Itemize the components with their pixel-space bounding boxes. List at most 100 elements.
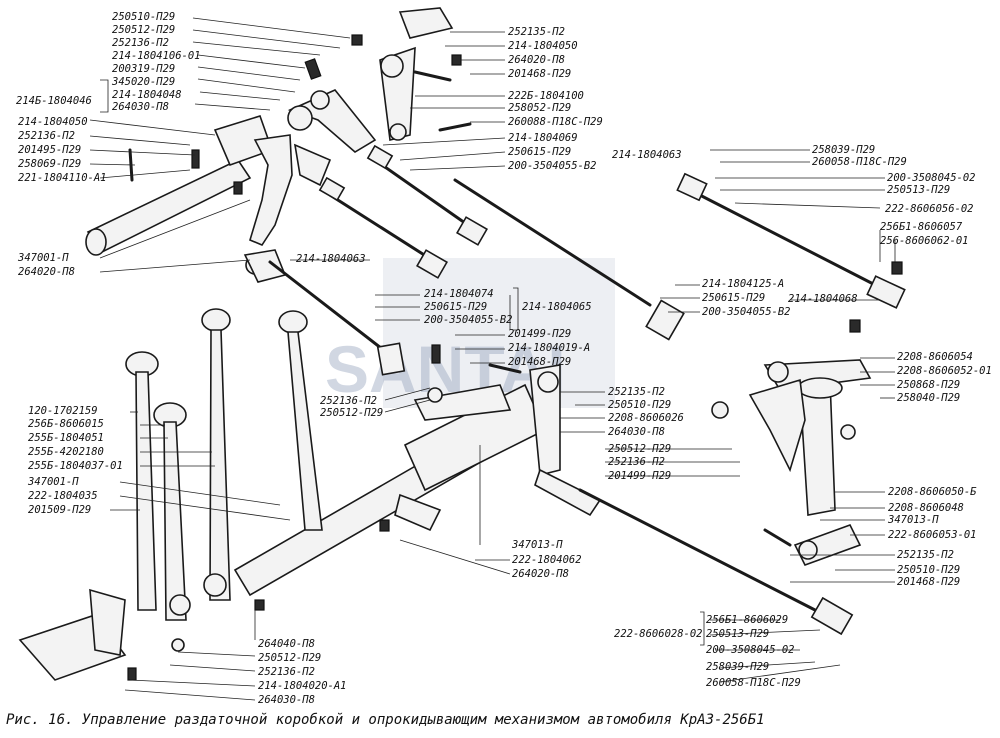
leader-lines: [89, 17, 896, 701]
part-label: 250512-П29: [112, 24, 175, 36]
part-label: 264030-П8: [258, 694, 315, 706]
lever-hub: [287, 105, 313, 131]
part-label: 255Б-4202180: [28, 446, 104, 458]
part-label: 222-1804035: [28, 490, 98, 502]
part-label: 347013-П: [511, 539, 563, 551]
small-nut: [451, 54, 462, 66]
part-label: 214Б-1804046: [16, 95, 92, 107]
rod-fork: [645, 299, 685, 341]
group-bracket-mid: [513, 287, 519, 331]
right-rod-end: [676, 172, 708, 202]
part-label: 250510-П29: [608, 399, 671, 411]
part-label: 264030-П8: [112, 101, 169, 113]
top-lever-assembly: [351, 7, 472, 141]
part-label: 264030-П8: [608, 426, 665, 438]
stick-3: [209, 329, 231, 601]
part-label: 201468-П29: [508, 356, 571, 368]
lower-fork: [810, 596, 854, 636]
lower-bolt: [488, 363, 522, 374]
part-label: 222-8606028-02: [614, 628, 703, 640]
part-label: 256-8606062-01: [880, 235, 969, 247]
part-label: 200-3508045-02: [706, 644, 795, 656]
part-label: 252136-П2: [320, 395, 377, 407]
lower-shaft-assembly: [233, 344, 854, 636]
part-label: 250510-П29: [112, 11, 175, 23]
part-label: 222Б-1804100: [508, 90, 584, 102]
washer: [310, 90, 330, 110]
part-label: 255Б-1804037-01: [28, 460, 123, 472]
bolt: [304, 58, 322, 80]
part-label: 201468-П29: [508, 68, 571, 80]
group-bracket-left: [100, 79, 109, 113]
nut: [233, 181, 243, 195]
side-bolt: [438, 122, 472, 132]
lever-bushing-2: [203, 573, 227, 597]
washer-2: [427, 387, 443, 403]
part-label: 200-3508045-02: [887, 172, 976, 184]
lower-arm-eye: [798, 540, 818, 560]
part-label: 214-1804125-А: [702, 278, 784, 290]
part-label: 201468-П29: [897, 576, 960, 588]
part-label: 2208-8606054: [897, 351, 973, 363]
part-label: 252136-П2: [608, 456, 665, 468]
right-fork: [866, 275, 906, 309]
mount-bracket: [89, 588, 126, 656]
bracket-foot: [243, 249, 287, 283]
part-label: 201499-П29: [608, 470, 671, 482]
rod-end-2: [318, 176, 346, 202]
part-labels: 250510-П29 250512-П29 252136-П2 214-1804…: [16, 11, 992, 706]
linkage-plate: [293, 143, 332, 187]
part-label: 250615-П29: [702, 292, 765, 304]
part-label: 264020-П8: [512, 568, 569, 580]
part-label: 264040-П8: [258, 638, 315, 650]
part-label: 214-1804048: [112, 89, 182, 101]
right-lever: [529, 364, 561, 477]
rod-end-1: [366, 144, 394, 170]
upper-bracket: [249, 134, 293, 246]
figure-caption: Рис. 16. Управление раздаточной коробкой…: [6, 712, 765, 728]
shaft-end: [85, 228, 107, 256]
stick-4: [287, 331, 323, 531]
part-label: 252135-П2: [508, 26, 565, 38]
washer-3: [171, 638, 185, 652]
clevis-2: [416, 249, 448, 279]
long-threaded-rod: [453, 178, 652, 307]
clevis-1: [456, 216, 488, 246]
part-label: 250512-П29: [608, 443, 671, 455]
stick-1: [135, 371, 157, 611]
gusset: [748, 378, 806, 473]
part-label: 201495-П29: [18, 144, 81, 156]
part-label: 258052-П29: [508, 102, 571, 114]
part-label: 2208-8606052-01: [897, 365, 992, 377]
part-label: 258069-П29: [18, 158, 81, 170]
part-label: 214-1804074: [424, 288, 494, 300]
part-label: 252136-П2: [112, 37, 169, 49]
pin-2: [127, 667, 137, 681]
stick-2: [163, 421, 187, 621]
washer-4: [840, 424, 856, 440]
part-label: 200-3504055-В2: [702, 306, 791, 318]
part-label: 250510-П29: [897, 564, 960, 576]
part-label: 222-8606053-01: [888, 529, 977, 541]
top-knob: [398, 7, 454, 39]
part-label: 201499-П29: [508, 328, 571, 340]
column-top: [797, 377, 843, 399]
part-label: 214-1804020-А1: [258, 680, 347, 692]
knob-3: [201, 308, 231, 332]
nut-2: [379, 519, 390, 532]
right-lever-hub: [537, 371, 559, 393]
upper-shaft: [86, 158, 252, 254]
part-label: 250512-П29: [258, 652, 321, 664]
right-lever-foot: [534, 468, 602, 517]
small-lever: [394, 493, 442, 532]
part-label: 214-1804050: [18, 116, 88, 128]
part-label: 256Б1-8606029: [706, 614, 788, 626]
part-label: 250615-П29: [424, 301, 487, 313]
part-label: 222-8606056-02: [885, 203, 974, 215]
part-label: 214-1804068: [788, 293, 858, 305]
part-label: 345020-П29: [111, 76, 175, 88]
part-label: 252135-П2: [608, 386, 665, 398]
top-bolt: [413, 70, 452, 82]
right-rod: [688, 188, 887, 292]
part-label: 252136-П2: [18, 130, 75, 142]
